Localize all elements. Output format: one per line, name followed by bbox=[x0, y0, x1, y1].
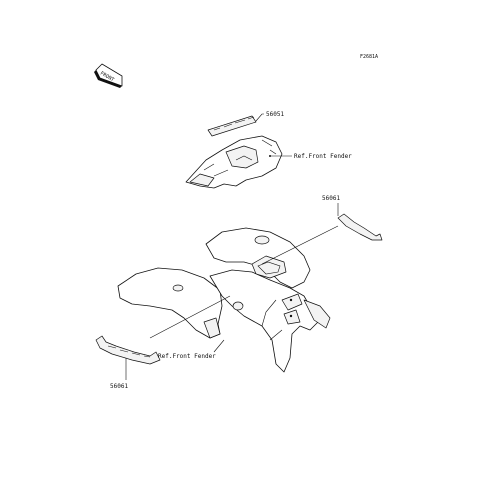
upper-decal-56051 bbox=[207, 115, 257, 137]
upper-decal-part-label: 56051 bbox=[266, 111, 284, 118]
upper-front-fender bbox=[185, 135, 283, 189]
large-front-fender bbox=[117, 227, 331, 373]
lower-ref-leader bbox=[213, 339, 225, 353]
upper-ref-label: Ref.Front Fender bbox=[294, 153, 352, 160]
right-decal-56061 bbox=[337, 213, 383, 241]
right-decal-pointer bbox=[261, 225, 339, 265]
upper-decal-leader bbox=[255, 113, 264, 122]
lower-decal-56061 bbox=[95, 335, 161, 365]
lower-ref-label: Ref.Front Fender bbox=[158, 353, 216, 360]
lower-decal-pointer bbox=[149, 295, 231, 339]
front-direction-marker: FRONT bbox=[94, 63, 123, 88]
figure-code: F2681A bbox=[360, 54, 378, 60]
lower-decal-part-label: 56061 bbox=[110, 383, 128, 390]
right-decal-part-label: 56061 bbox=[322, 195, 340, 202]
